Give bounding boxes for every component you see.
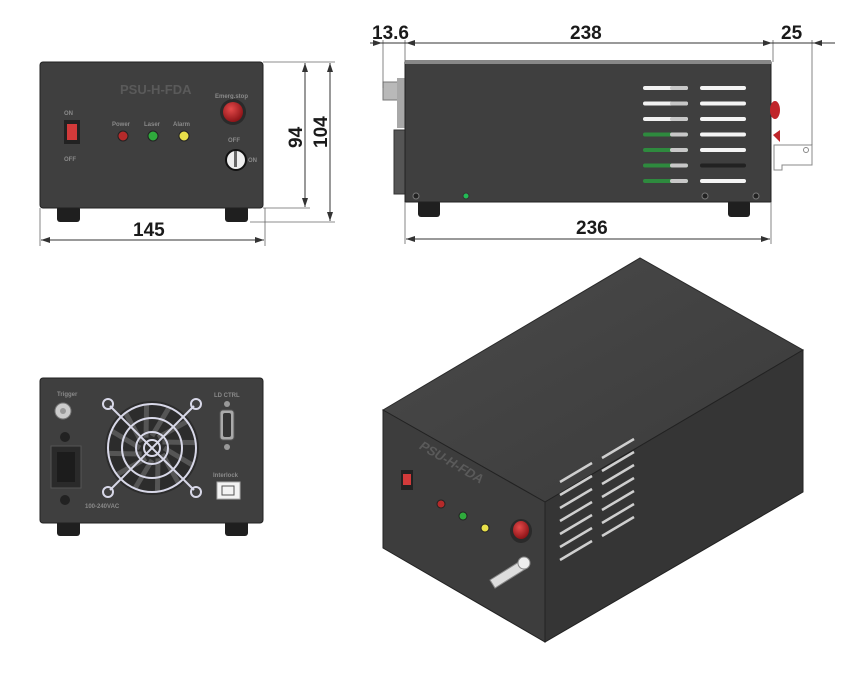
alarm-led [178,130,190,142]
front-view: PSU-H-FDA ON OFF Power Laser Alarm Emerg… [39,61,335,246]
vent-slot [700,132,746,137]
dimension-front-width: 145 [133,220,165,241]
vent-slot [700,163,746,168]
interlock-label: Interlock [213,473,239,479]
vent-slot [700,179,746,183]
power-switch[interactable] [64,120,80,144]
dimension-front-protrusion: 13.6 [372,23,409,44]
dimension-length-top: 238 [570,23,602,44]
trigger-label: Trigger [57,392,78,398]
side-vents [643,86,746,183]
vent-slot [700,86,746,90]
back-view: Trigger 100-240VAC LD CTRL Interlock [39,377,264,536]
switch-off-label: OFF [64,157,76,163]
key-off-label: OFF [228,138,240,144]
key-on-label: ON [248,158,257,164]
side-view: 13.6 238 25 236 [370,23,835,244]
vent-slot [700,101,746,106]
fan [102,398,202,498]
vent-slot [700,117,746,121]
key-bracket [773,144,813,171]
isometric-view: PSU-H-FDA [382,257,805,643]
emergency-stop-label: Emerg.stop [215,94,248,100]
power-led [117,130,129,142]
laser-led [147,130,159,142]
indicator-label-power: Power [112,122,131,128]
vent-slot [700,148,746,152]
model-label: PSU-H-FDA [120,82,192,97]
key-switch[interactable] [225,149,247,171]
interlock-connector[interactable] [216,481,241,500]
mains-label: 100-240VAC [85,504,120,510]
iso-power-switch [403,474,411,485]
emergency-stop-button[interactable] [223,102,243,122]
foot [225,206,248,222]
foot [57,206,80,222]
dimension-front-height-total: 104 [311,116,332,148]
dimension-front-height-body: 94 [286,126,307,148]
indicator-label-alarm: Alarm [173,122,190,128]
switch-on-label: ON [64,111,73,117]
ld-ctrl-label: LD CTRL [214,393,240,399]
indicator-label-laser: Laser [144,122,161,128]
dimension-rear-protrusion: 25 [781,23,803,44]
dimension-length-bottom: 236 [576,218,608,239]
side-panel [404,61,772,203]
